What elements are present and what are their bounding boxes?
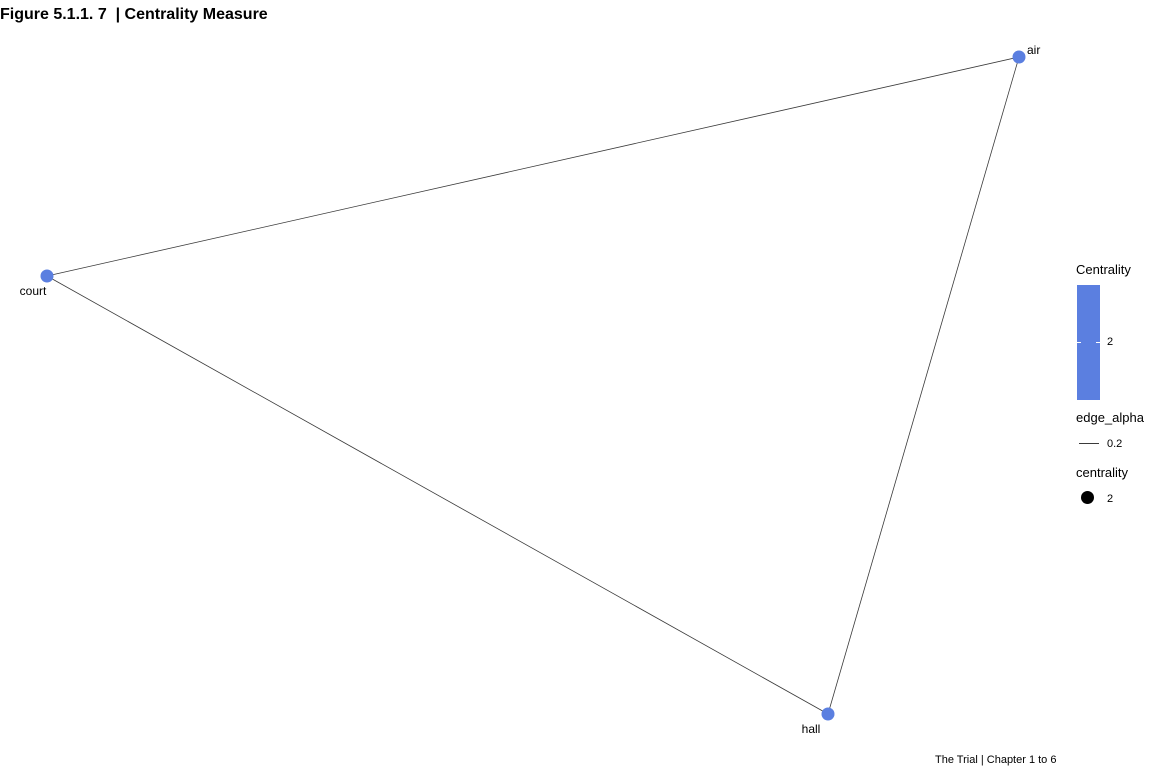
edge-legend-value: 0.2 <box>1107 438 1123 450</box>
edge-legend-title: edge_alpha <box>1076 410 1144 425</box>
edge-court-air <box>46 56 1020 277</box>
colorbar-tick-left <box>1077 342 1081 343</box>
figure-caption: The Trial | Chapter 1 to 6 <box>935 754 1057 766</box>
centrality-colorbar <box>1077 285 1100 400</box>
node-label-hall: hall <box>802 722 821 736</box>
edge-air-hall <box>827 56 1020 715</box>
node-label-court: court <box>20 284 47 298</box>
edge-key-line <box>1079 443 1099 444</box>
colorbar-value: 2 <box>1107 336 1114 348</box>
size-key-dot <box>1081 491 1094 504</box>
edge-court-hall <box>46 275 829 715</box>
node-hall <box>821 707 835 721</box>
legend: Centrality 2 edge_alpha 0.2 centrality 2 <box>1076 262 1152 512</box>
figure-title: Figure 5.1.1. 7 | Centrality Measure <box>0 6 268 23</box>
edges-layer <box>46 56 1020 715</box>
node-label-air: air <box>1027 43 1040 57</box>
node-court <box>40 269 54 283</box>
node-air <box>1012 50 1026 64</box>
labels-layer: air court hall <box>20 43 1041 736</box>
colorbar-tick-right <box>1096 342 1100 343</box>
nodes-layer <box>40 50 1026 721</box>
size-legend-title: centrality <box>1076 465 1129 480</box>
colorbar-legend-title: Centrality <box>1076 262 1131 277</box>
size-legend-value: 2 <box>1107 493 1114 505</box>
